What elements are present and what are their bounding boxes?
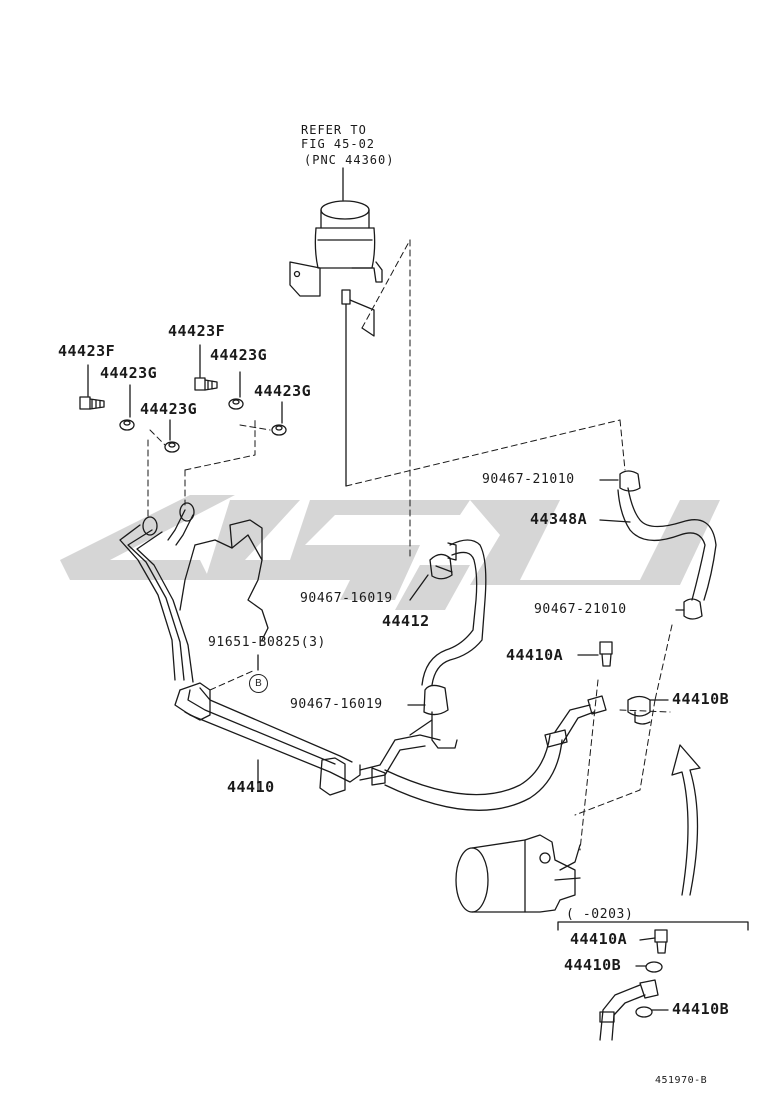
label-variant-44410b-1: 44410B	[564, 956, 622, 974]
label-variant-range: ( -0203)	[566, 907, 634, 922]
note-line3: (PNC 44360)	[304, 153, 395, 167]
label-44423f-left: 44423F	[58, 342, 116, 360]
label-variant-44410b-2: 44410B	[672, 1000, 730, 1018]
label-44423g-4: 44423G	[254, 382, 312, 400]
label-44423g-3: 44423G	[140, 400, 198, 418]
clamp-16019-top	[429, 553, 453, 580]
ref-circle-b: B	[249, 674, 268, 693]
pressure-hose	[384, 695, 607, 811]
label-44348a: 44348A	[530, 510, 588, 528]
label-44423g-2: 44423G	[210, 346, 268, 364]
variant-bolt	[654, 929, 668, 954]
label-44410b: 44410B	[672, 690, 730, 708]
hose-44348a	[617, 470, 717, 620]
label-44410: 44410	[227, 778, 275, 796]
label-90467-16019-top: 90467-16019	[300, 591, 393, 606]
label-90467-21010-top: 90467-21010	[482, 472, 575, 487]
label-44423f-top: 44423F	[168, 322, 226, 340]
label-90467-16019-low: 90467-16019	[290, 697, 383, 712]
label-91651-b0825: 91651-B0825(3)	[208, 635, 326, 650]
label-44423g-1: 44423G	[100, 364, 158, 382]
return-hose-44412	[409, 539, 487, 749]
bolt-44423f-left	[79, 396, 105, 410]
variant-hose	[599, 979, 659, 1041]
bolt-44423f-top	[194, 377, 218, 391]
reservoir	[289, 200, 383, 487]
label-44410a: 44410A	[506, 646, 564, 664]
figure-id: 451970-B	[655, 1075, 708, 1086]
direction-arrow	[671, 744, 701, 896]
note-line1: REFER TO	[301, 123, 367, 137]
label-44412: 44412	[382, 612, 430, 630]
pump	[455, 834, 581, 913]
label-90467-21010-mid: 90467-21010	[534, 602, 627, 617]
label-variant-44410a: 44410A	[570, 930, 628, 948]
gasket-44410b	[627, 695, 651, 725]
tube-44410	[119, 502, 441, 796]
bolt-44410a	[599, 641, 613, 667]
note-line2: FIG 45-02	[301, 137, 376, 151]
